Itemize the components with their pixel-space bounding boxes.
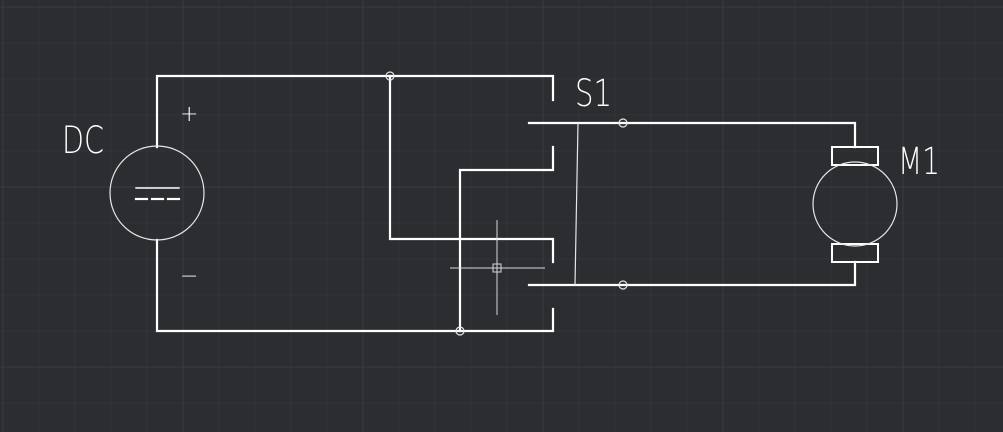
- junction-dot: [385, 71, 395, 81]
- motor-brush-bottom: [831, 243, 879, 263]
- junctions: [385, 71, 628, 336]
- source-plus-label: +: [180, 102, 198, 127]
- wire-switch-to-motor-bottom: [527, 260, 857, 287]
- switch-pivot-dot: [618, 118, 628, 128]
- switch-label: S1: [575, 72, 612, 115]
- motor-brush-top: [831, 146, 879, 166]
- wire-crossover-a: [388, 74, 555, 264]
- wire-source-top: [155, 74, 555, 149]
- junction-dot: [455, 326, 465, 336]
- circuit-wires: [155, 74, 857, 333]
- switch-pivot-dot: [618, 280, 628, 290]
- wire-switch-to-motor-top: [527, 121, 857, 149]
- wire-crossover-b: [458, 145, 555, 333]
- dc-source-body: [109, 145, 205, 241]
- crosshair-cursor-icon: [450, 220, 545, 315]
- motor-label: M1: [898, 140, 940, 183]
- switch-linkage: [574, 122, 579, 286]
- source-label: DC: [62, 119, 104, 162]
- motor-body: [812, 161, 898, 247]
- dc-motor-icon[interactable]: [812, 146, 898, 263]
- source-minus-label: −: [180, 264, 198, 289]
- dc-source-icon[interactable]: [109, 145, 205, 241]
- wire-source-bottom: [155, 238, 555, 333]
